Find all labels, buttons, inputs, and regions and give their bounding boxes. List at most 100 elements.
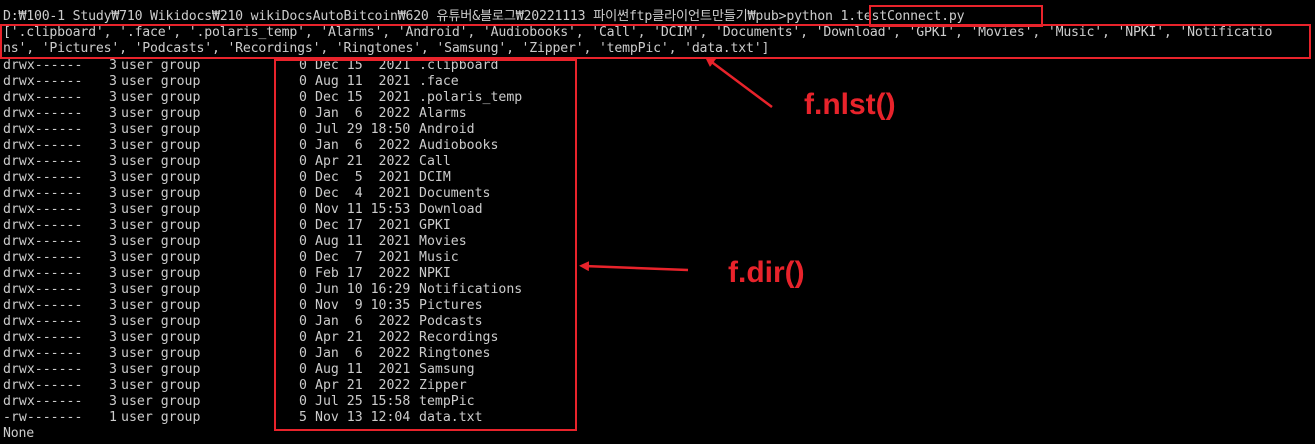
permissions: drwx------: [3, 154, 83, 169]
file-name: .polaris_temp: [419, 90, 523, 105]
modified-date: Dec 5 2021: [315, 170, 411, 185]
permissions: drwx------: [3, 298, 83, 313]
modified-date: Dec 7 2021: [315, 250, 411, 265]
owner-group: user group: [121, 170, 201, 185]
link-count: 3: [109, 394, 117, 409]
permissions: drwx------: [3, 202, 83, 217]
owner-group: user group: [121, 138, 201, 153]
link-count: 3: [109, 74, 117, 89]
file-name: Recordings: [419, 330, 499, 345]
permissions: drwx------: [3, 186, 83, 201]
owner-group: user group: [121, 74, 201, 89]
dir-highlight-box: [274, 59, 577, 431]
owner-group: user group: [121, 90, 201, 105]
permissions: drwx------: [3, 346, 83, 361]
permissions: drwx------: [3, 122, 83, 137]
modified-date: Dec 15 2021: [315, 58, 411, 73]
file-size: 0: [299, 282, 307, 297]
permissions: drwx------: [3, 266, 83, 281]
file-name: .face: [419, 74, 459, 89]
permissions: drwx------: [3, 378, 83, 393]
permissions: drwx------: [3, 218, 83, 233]
permissions: -rw-------: [3, 410, 83, 425]
prompt-path: D:₩100-1 Study₩710 Wikidocs₩210 wikiDocs…: [3, 9, 787, 24]
owner-group: user group: [121, 106, 201, 121]
link-count: 3: [109, 330, 117, 345]
permissions: drwx------: [3, 394, 83, 409]
modified-date: Aug 11 2021: [315, 362, 411, 377]
modified-date: Feb 17 2022: [315, 266, 411, 281]
nlst-highlight-box: [0, 24, 1311, 59]
file-size: 0: [299, 202, 307, 217]
link-count: 3: [109, 314, 117, 329]
owner-group: user group: [121, 378, 201, 393]
link-count: 3: [109, 250, 117, 265]
owner-group: user group: [121, 186, 201, 201]
permissions: drwx------: [3, 282, 83, 297]
modified-date: Nov 9 10:35: [315, 298, 411, 313]
owner-group: user group: [121, 154, 201, 169]
file-size: 0: [299, 314, 307, 329]
file-name: Notifications: [419, 282, 523, 297]
permissions: drwx------: [3, 330, 83, 345]
link-count: 3: [109, 234, 117, 249]
link-count: 3: [109, 218, 117, 233]
link-count: 3: [109, 186, 117, 201]
owner-group: user group: [121, 58, 201, 73]
file-size: 0: [299, 330, 307, 345]
owner-group: user group: [121, 330, 201, 345]
permissions: drwx------: [3, 58, 83, 73]
owner-group: user group: [121, 234, 201, 249]
file-size: 0: [299, 250, 307, 265]
file-size: 0: [299, 346, 307, 361]
file-size: 0: [299, 234, 307, 249]
command-text: python 1.testConnect.py: [786, 9, 965, 24]
file-name: Call: [419, 154, 451, 169]
nlst-label: f.nlst(): [804, 88, 896, 121]
permissions: drwx------: [3, 90, 83, 105]
file-name: Ringtones: [419, 346, 491, 361]
file-size: 0: [299, 74, 307, 89]
link-count: 3: [109, 58, 117, 73]
permissions: drwx------: [3, 74, 83, 89]
owner-group: user group: [121, 202, 201, 217]
file-size: 0: [299, 186, 307, 201]
file-name: NPKI: [419, 266, 451, 281]
file-size: 0: [299, 298, 307, 313]
file-size: 0: [299, 154, 307, 169]
file-name: GPKI: [419, 218, 451, 233]
link-count: 3: [109, 378, 117, 393]
modified-date: Dec 15 2021: [315, 90, 411, 105]
file-size: 0: [299, 266, 307, 281]
owner-group: user group: [121, 410, 201, 425]
file-name: .clipboard: [419, 58, 499, 73]
result-none: None: [3, 426, 34, 441]
link-count: 3: [109, 90, 117, 105]
modified-date: Dec 17 2021: [315, 218, 411, 233]
file-size: 0: [299, 362, 307, 377]
modified-date: Jan 6 2022: [315, 138, 411, 153]
owner-group: user group: [121, 266, 201, 281]
file-name: Pictures: [419, 298, 483, 313]
nlst-output-line-1: ['.clipboard', '.face', '.polaris_temp',…: [3, 25, 1273, 40]
file-size: 0: [299, 138, 307, 153]
permissions: drwx------: [3, 138, 83, 153]
link-count: 3: [109, 154, 117, 169]
link-count: 3: [109, 298, 117, 313]
file-size: 0: [299, 378, 307, 393]
owner-group: user group: [121, 250, 201, 265]
file-name: Movies: [419, 234, 467, 249]
owner-group: user group: [121, 394, 201, 409]
permissions: drwx------: [3, 250, 83, 265]
modified-date: Jan 6 2022: [315, 346, 411, 361]
link-count: 3: [109, 362, 117, 377]
file-size: 0: [299, 90, 307, 105]
link-count: 3: [109, 266, 117, 281]
link-count: 3: [109, 122, 117, 137]
modified-date: Jan 6 2022: [315, 314, 411, 329]
link-count: 3: [109, 202, 117, 217]
modified-date: Nov 11 15:53: [315, 202, 411, 217]
file-name: Android: [419, 122, 475, 137]
file-name: Podcasts: [419, 314, 483, 329]
